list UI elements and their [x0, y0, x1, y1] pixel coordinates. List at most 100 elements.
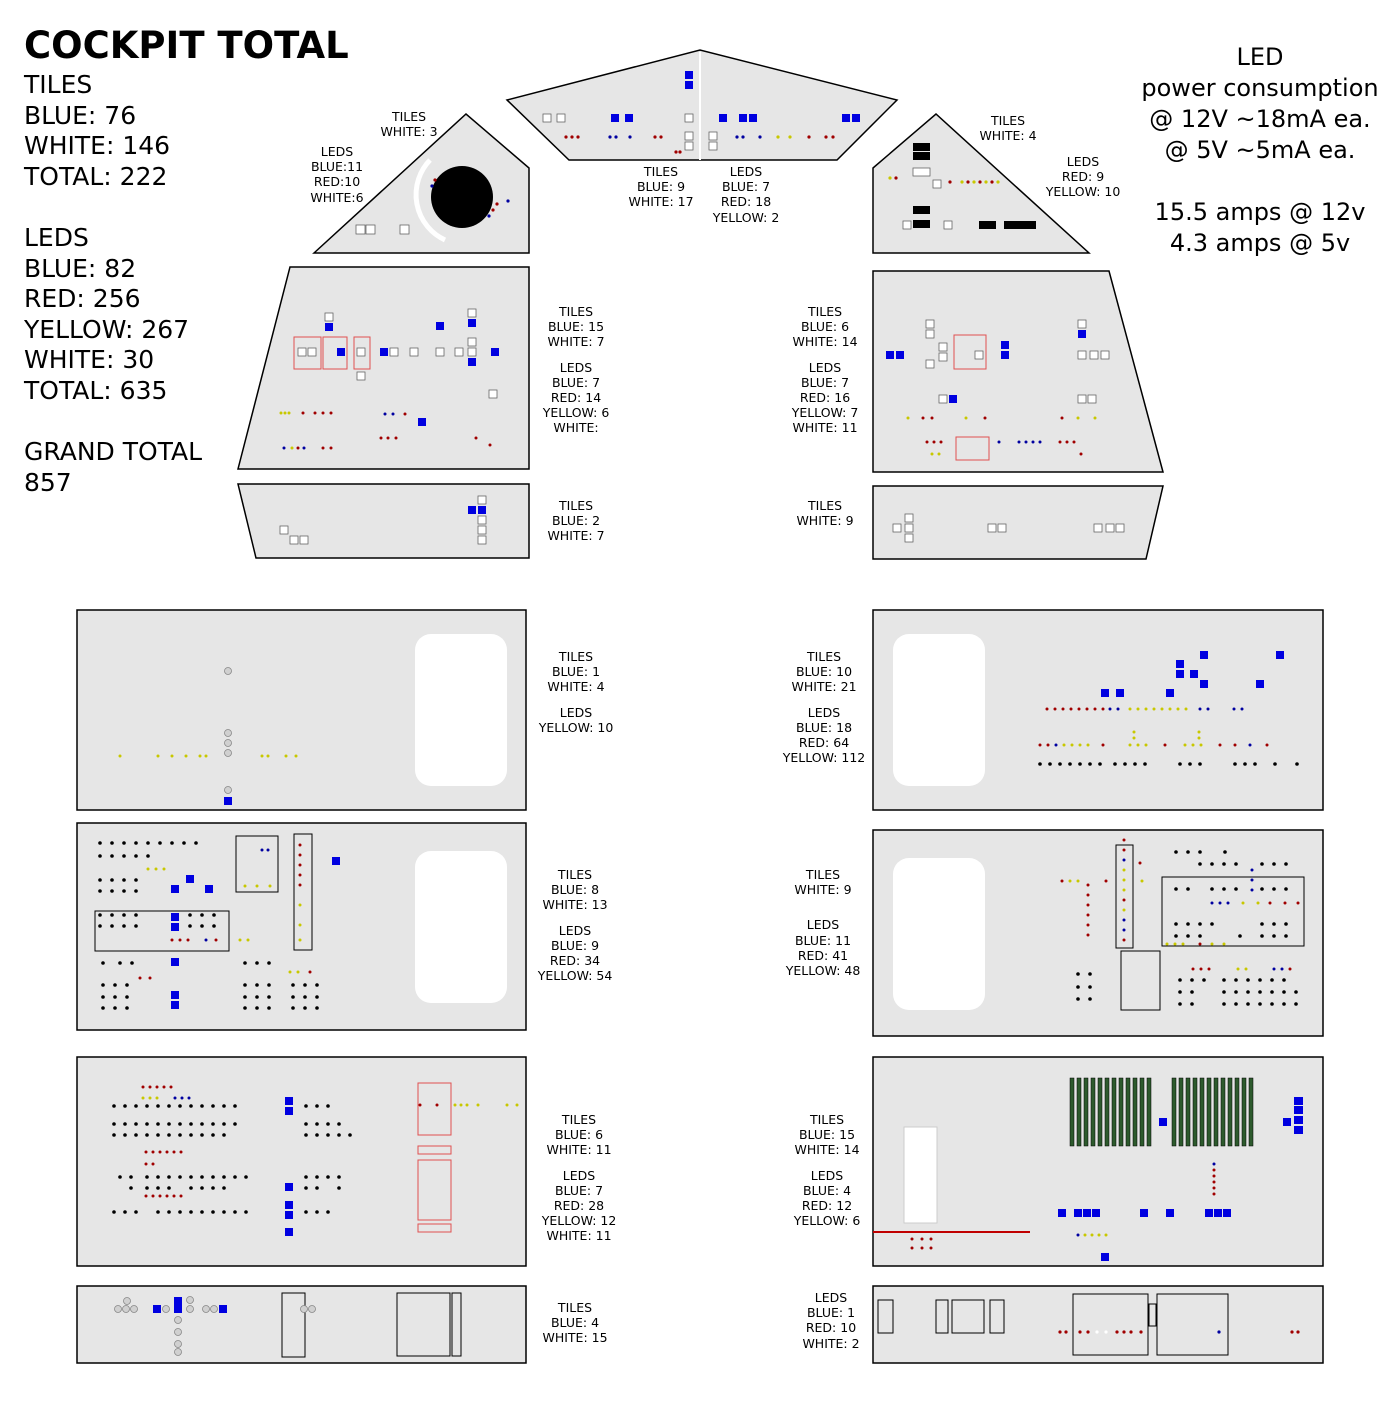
label-main-2-left-line: YELLOW: 54: [537, 968, 613, 984]
label-main-3-right-line: BLUE: 4: [802, 1182, 852, 1198]
label-overhead-right-leds-line: YELLOW: 10: [1045, 184, 1121, 200]
leds-red-count: RED: 256: [24, 284, 141, 314]
label-main-1-right-line: RED: 64: [798, 735, 850, 751]
label-bottom-right-line: WHITE: 2: [802, 1335, 860, 1351]
label-main-1-right-line: BLUE: 10: [795, 664, 853, 680]
panel-main-1-left-display: [415, 634, 507, 786]
label-main-3-left-line: WHITE: 11: [546, 1228, 612, 1244]
panel-main-2-left-display: [415, 851, 507, 1003]
label-bottom-right-line: LEDS: [814, 1290, 848, 1305]
label-upper-right-line: RED: 16: [799, 390, 851, 406]
panel-overhead-center-blue-tiles: [611, 71, 860, 122]
panel-strip-left-tiles: [279, 495, 487, 545]
panel-upper-left-blue-tiles: [325, 319, 499, 426]
label-main-2-right-line: BLUE: 11: [794, 932, 852, 948]
power-line-5: 15.5 amps @ 12v: [1154, 198, 1366, 226]
panel-main-3-left-red-frames: [417, 1082, 452, 1233]
label-strip-left-line: TILES: [558, 498, 594, 513]
panel-overhead-right-black-tiles: [913, 143, 1036, 229]
panel-overhead-center-leds: [564, 135, 835, 154]
label-main-3-left-line: BLUE: 6: [554, 1127, 604, 1143]
panel-upper-right-white-tiles: [925, 319, 1110, 404]
label-overhead-right-leds-line: RED: 9: [1061, 169, 1105, 185]
label-main-2-left-line: BLUE: 8: [550, 882, 600, 898]
label-main-1-right-line: TILES: [806, 649, 842, 664]
panel-bottom-left: [76, 1285, 527, 1364]
label-overhead-center-tiles-line: WHITE: 17: [628, 194, 694, 210]
panel-main-3-left-color-leds: [141, 1085, 519, 1198]
label-overhead-left-leds-line: RED:10: [313, 174, 361, 190]
label-main-3-left-line: LEDS: [562, 1167, 596, 1183]
tiles-heading: TILES: [24, 70, 93, 99]
label-upper-right-line: BLUE: 7: [800, 374, 850, 390]
panel-main-3-right-bargraph-left: [1069, 1077, 1152, 1147]
label-main-3-right-line: LEDS: [810, 1167, 844, 1183]
panel-main-1-left-tiles: [224, 667, 232, 805]
label-main-1-right-line: BLUE: 18: [795, 719, 853, 735]
label-main-3-right-line: TILES: [809, 1112, 845, 1127]
label-main-2-right-line: [786, 897, 861, 907]
label-bottom-right-line: RED: 10: [805, 1320, 857, 1336]
panel-main-3-right-blue-tiles: [1058, 1097, 1303, 1261]
label-main-2-left-line: BLUE: 9: [550, 937, 600, 953]
label-main-2-right-line: YELLOW: 48: [785, 963, 861, 979]
label-overhead-center-leds-line: YELLOW: 2: [712, 209, 780, 225]
panel-overhead-left-tiles: [355, 224, 410, 235]
panel-upper-left-leds: [279, 411, 492, 450]
label-overhead-left-leds-line: BLUE:11: [310, 159, 364, 175]
panel-strip-left: [237, 483, 530, 559]
label-main-3-left-line: RED: 28: [553, 1198, 605, 1214]
label-main-1-left-line: TILES: [558, 649, 594, 664]
label-main-3-left-line: [542, 1158, 617, 1168]
label-main-1-left-line: LEDS: [559, 704, 593, 720]
panel-main-2-left-color-leds: [138, 843, 312, 980]
panel-main-3-right-bargraph-right: [1171, 1077, 1254, 1147]
label-overhead-center-tiles-line: TILES: [643, 164, 679, 179]
label-overhead-right-tiles-line: TILES: [990, 113, 1026, 128]
label-main-1-left-line: WHITE: 4: [547, 679, 605, 695]
panel-main-2-right-display: [893, 858, 985, 1010]
label-main-2-right-line: RED: 41: [797, 947, 849, 963]
label-upper-left-line: YELLOW: 6: [542, 405, 610, 421]
label-main-3-right-line: YELLOW: 6: [793, 1213, 861, 1229]
label-main-2-left-line: WHITE: 13: [542, 897, 608, 913]
label-strip-right-line: TILES: [807, 498, 843, 513]
panel-bottom-left-tiles: [114, 1296, 316, 1356]
label-overhead-center-leds-line: LEDS: [729, 164, 763, 179]
panel-main-2-right-black-leds: [1076, 850, 1298, 1006]
label-main-2-right-line: [786, 907, 861, 917]
label-overhead-left-leds-line: LEDS: [320, 144, 354, 159]
panel-main-3-left: [76, 1056, 527, 1267]
panel-main-3-left-blue-tiles: [285, 1097, 293, 1236]
label-main-1-left-line: BLUE: 1: [551, 664, 601, 680]
label-bottom-right-line: BLUE: 1: [806, 1305, 856, 1321]
label-main-2-left-line: TILES: [557, 867, 593, 882]
label-main-1-right-line: YELLOW: 112: [782, 750, 866, 766]
label-bottom-left-line: TILES: [557, 1300, 593, 1315]
label-main-3-right-line: [794, 1158, 861, 1168]
panel-strip-right: [872, 485, 1164, 560]
power-line-2: power consumption: [1141, 74, 1379, 102]
panel-overhead-left-arc: [413, 158, 447, 243]
label-main-2-left-line: RED: 34: [549, 953, 601, 969]
label-upper-left-line: WHITE:: [553, 420, 599, 436]
power-consumption-panel: LED power consumption @ 12V ~18mA ea. @ …: [1130, 42, 1390, 259]
panel-strip-right-tiles: [892, 513, 1125, 543]
label-overhead-left-tiles-line: WHITE: 3: [380, 124, 438, 140]
label-upper-left-line: WHITE: 7: [547, 334, 605, 350]
panel-main-2-left-blue-tiles: [171, 857, 340, 1009]
label-bottom-left-line: WHITE: 15: [542, 1330, 608, 1346]
label-upper-left-line: [543, 350, 610, 360]
panel-overhead-left-dial: [431, 166, 493, 228]
label-main-1-right-line: [783, 695, 866, 705]
panel-overhead-center-white-tiles: [542, 113, 718, 151]
label-overhead-center-leds-line: RED: 18: [720, 194, 772, 210]
panel-bottom-right: [872, 1285, 1324, 1364]
